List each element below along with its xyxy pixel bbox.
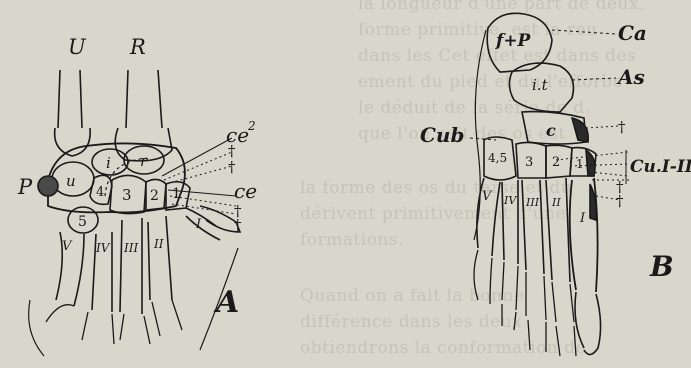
ulna-distal-end (55, 128, 91, 156)
label-dagger: † (228, 158, 236, 176)
foot-outline-left (474, 30, 486, 240)
bone-label-metatarsal-ii: II (551, 196, 561, 209)
label-ce: ce (234, 179, 257, 203)
leader-cub (470, 138, 496, 140)
bone-label-metacarpal-iii: III (123, 241, 138, 255)
bone-label-metacarpal-v: V (62, 239, 73, 254)
bone-label-2: 2 (552, 155, 560, 170)
label-cuboid: Cub (420, 123, 464, 147)
bone-label-4-5: 4,5 (488, 151, 507, 165)
label-dagger: † (616, 192, 624, 210)
label-ulna: U (68, 35, 87, 59)
label-astragalus: As (616, 65, 645, 89)
bone-label-metatarsal-iv: IV (503, 194, 517, 207)
label-radius: R (129, 35, 146, 59)
bone-label-4: 4 (96, 185, 104, 200)
bone-label-3: 3 (122, 186, 132, 204)
bone-label-5: 5 (78, 214, 87, 230)
label-dagger: † (234, 216, 242, 234)
metacarpal-ii (148, 216, 172, 300)
phalanges-iv (502, 262, 518, 330)
phalanx-stubs (46, 300, 182, 344)
bone-label-metatarsal-iii: III (525, 196, 540, 209)
label-ce2-superscript: 2 (247, 119, 256, 133)
bone-label-1: 1 (172, 186, 181, 202)
leader-ca (552, 30, 616, 34)
phalanges-v (474, 250, 492, 304)
pisiform-shaded (38, 176, 58, 196)
ulna-bone (58, 70, 82, 128)
hand-outline (29, 248, 238, 356)
bone-label-it: i.t (532, 76, 549, 94)
leader-cu3 (590, 172, 628, 176)
metacarpal-iii (120, 218, 142, 314)
metacarpal-i (186, 208, 220, 240)
bone-label-metatarsal-v: V (482, 189, 493, 204)
metatarsal-iii (522, 180, 544, 274)
label-pisiform: P (17, 175, 33, 199)
phalanges-iii (526, 272, 546, 352)
bone-label-u: u (66, 172, 76, 190)
navicular-shading (572, 118, 588, 142)
bone-label-f-plus-p: f+P (495, 31, 532, 51)
bone-label-c: c (546, 121, 556, 140)
bone-label-2: 2 (150, 188, 159, 204)
bone-label-i: i (106, 154, 111, 172)
bone-label-metacarpal-ii: II (153, 237, 164, 251)
label-cuneiforms: Cu.I-III (630, 157, 691, 177)
phalanges-i (575, 292, 601, 355)
radius-bone (126, 70, 162, 128)
leader-ce2 (162, 138, 232, 176)
bone-label-r: r (140, 152, 148, 170)
metatarsal-ii (546, 178, 570, 282)
leader-as (572, 78, 616, 80)
figure-a-hand-skeleton (29, 70, 240, 356)
bone-label-metacarpal-i: I (195, 217, 202, 232)
bone-label-3: 3 (525, 155, 533, 170)
label-calcaneus: Ca (618, 21, 647, 45)
label-dagger: † (618, 118, 626, 136)
figure-letter-a: A (213, 285, 239, 320)
bone-label-1: 1 (576, 157, 584, 171)
leader-dag1 (586, 126, 618, 128)
bone-label-metatarsal-i: I (579, 211, 586, 226)
metatarsal-iv (502, 180, 518, 264)
figure-letter-b: B (649, 250, 674, 283)
bone-label-metacarpal-iv: IV (95, 241, 111, 255)
phalanges-ii (552, 282, 576, 356)
figure-b-foot-skeleton (470, 13, 630, 356)
